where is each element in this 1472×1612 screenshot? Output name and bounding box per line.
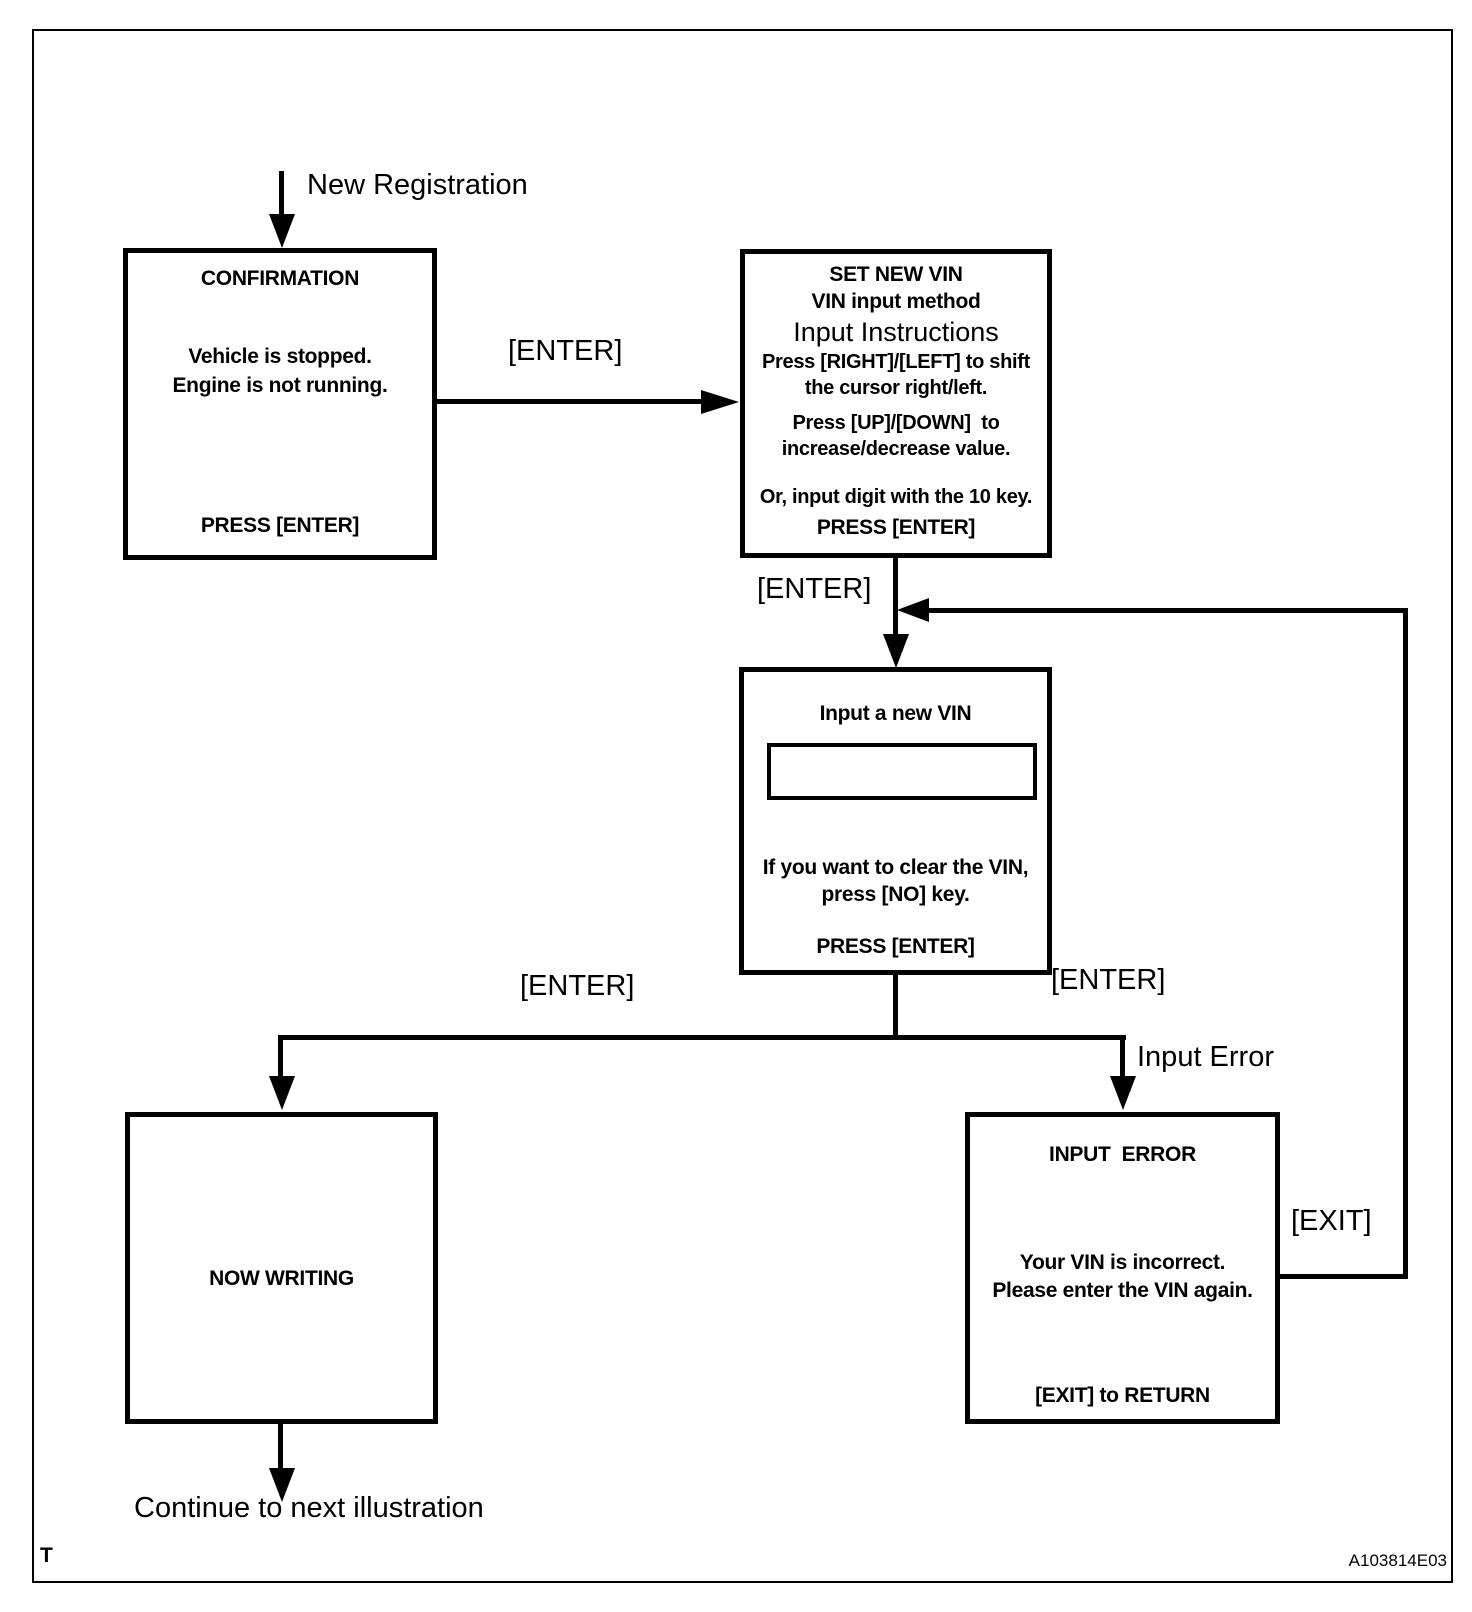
arrowhead-down-icon bbox=[269, 1076, 295, 1110]
input-error-line1: Your VIN is incorrect. bbox=[1019, 1251, 1226, 1274]
set-new-vin-heading: Input Instructions bbox=[793, 317, 999, 347]
set-new-vin-title: SET NEW VIN bbox=[829, 263, 963, 286]
now-writing-title: NOW WRITING bbox=[209, 1267, 354, 1290]
arrowhead-left-icon bbox=[897, 598, 929, 622]
label-new-registration: New Registration bbox=[307, 169, 528, 201]
input-error-line2: Please enter the VIN again. bbox=[992, 1279, 1253, 1302]
confirmation-box: CONFIRMATION Vehicle is stopped. Engine … bbox=[123, 248, 437, 560]
label-enter-left: [ENTER] bbox=[520, 970, 635, 1002]
input-new-vin-line1: If you want to clear the VIN, bbox=[762, 856, 1029, 879]
input-new-vin-title: Input a new VIN bbox=[819, 702, 972, 725]
set-new-vin-box: SET NEW VIN VIN input method Input Instr… bbox=[740, 249, 1052, 558]
label-continue-next: Continue to next illustration bbox=[134, 1492, 484, 1524]
input-new-vin-footer: PRESS [ENTER] bbox=[816, 935, 975, 958]
input-error-title: INPUT ERROR bbox=[1049, 1143, 1196, 1166]
arrow-stem-continue bbox=[278, 1424, 283, 1470]
set-new-vin-line3: Press [UP]/[DOWN] to bbox=[792, 412, 1000, 434]
arrow-stem-to-error bbox=[1120, 1035, 1125, 1079]
set-new-vin-subtitle: VIN input method bbox=[811, 290, 981, 313]
confirmation-line2: Engine is not running. bbox=[172, 374, 388, 397]
page-corner-mark: T bbox=[40, 1544, 53, 1567]
label-exit: [EXIT] bbox=[1291, 1205, 1372, 1237]
confirmation-title: CONFIRMATION bbox=[200, 267, 360, 290]
label-enter-right: [ENTER] bbox=[1051, 964, 1166, 996]
label-enter-2: [ENTER] bbox=[757, 573, 872, 605]
set-new-vin-line1: Press [RIGHT]/[LEFT] to shift bbox=[762, 351, 1030, 373]
set-new-vin-line4: increase/decrease value. bbox=[781, 438, 1011, 460]
input-error-footer: [EXIT] to RETURN bbox=[1035, 1384, 1210, 1407]
feedback-line-top bbox=[927, 608, 1408, 613]
vin-input-field bbox=[767, 743, 1037, 800]
arrow-stem-vin-to-input bbox=[893, 558, 898, 638]
feedback-line-bottom bbox=[1280, 1274, 1408, 1279]
arrowhead-right-icon bbox=[701, 390, 739, 414]
split-stub-line bbox=[893, 975, 898, 1040]
arrowhead-down-icon bbox=[269, 214, 295, 248]
confirmation-footer: PRESS [ENTER] bbox=[200, 514, 360, 537]
page-border bbox=[32, 29, 1453, 1583]
arrowhead-down-icon bbox=[1110, 1076, 1136, 1110]
input-new-vin-line2: press [NO] key. bbox=[821, 883, 970, 906]
arrowhead-down-icon bbox=[269, 1468, 295, 1502]
arrow-stem-new-registration bbox=[279, 171, 284, 217]
arrowhead-down-icon bbox=[883, 634, 909, 668]
figure-code: A103814E03 bbox=[1348, 1551, 1447, 1570]
set-new-vin-line2: the cursor right/left. bbox=[804, 377, 988, 399]
input-new-vin-box: Input a new VIN If you want to clear the… bbox=[739, 667, 1052, 975]
now-writing-box: NOW WRITING bbox=[125, 1112, 438, 1424]
feedback-line-right bbox=[1403, 608, 1408, 1279]
arrow-stem-to-writing bbox=[278, 1035, 283, 1079]
split-horizontal-line bbox=[278, 1035, 1126, 1040]
input-error-box: INPUT ERROR Your VIN is incorrect. Pleas… bbox=[965, 1112, 1280, 1424]
arrow-stem-confirm-to-vin bbox=[437, 399, 703, 404]
label-enter-1: [ENTER] bbox=[508, 335, 623, 367]
set-new-vin-footer: PRESS [ENTER] bbox=[816, 516, 976, 539]
label-input-error: Input Error bbox=[1137, 1041, 1274, 1073]
confirmation-line1: Vehicle is stopped. bbox=[188, 345, 372, 368]
set-new-vin-line5: Or, input digit with the 10 key. bbox=[759, 486, 1033, 508]
